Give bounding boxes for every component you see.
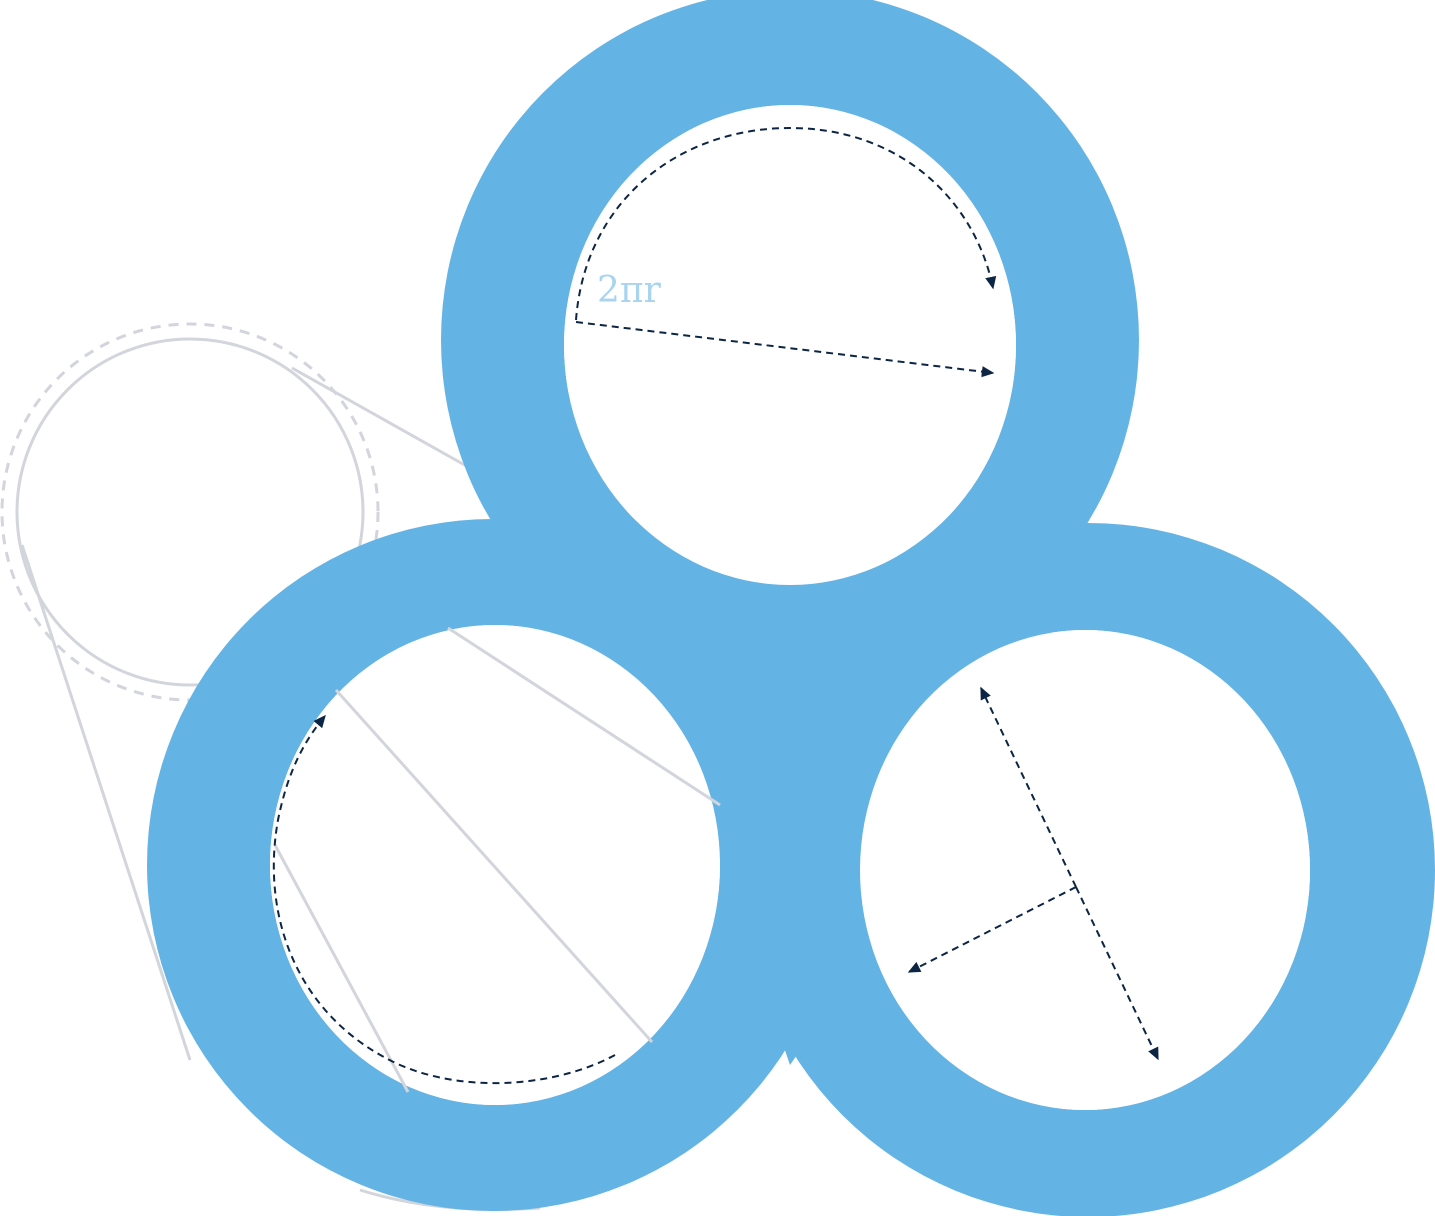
formula-label: 2πr — [597, 270, 662, 311]
annotations-bottom-left-ring — [272, 714, 616, 1085]
guide-line-left-tangent — [20, 544, 192, 1061]
diameter-arrow-top — [575, 321, 995, 378]
ring-top — [441, 0, 1139, 690]
guide-line-inner-diagonal-hole — [334, 688, 654, 1044]
hole-bottom-right — [860, 630, 1310, 1110]
ghost-circle-solid — [15, 337, 365, 687]
circumference-arc-bottom-left — [272, 714, 616, 1085]
guide-line-upper-diagonal-hole — [447, 626, 721, 807]
guide-line-top-tangent — [291, 366, 471, 470]
annotations-top-ring — [575, 126, 997, 378]
circumference-arc-top — [575, 126, 997, 321]
radius-arrow-left — [907, 886, 1077, 973]
annotations-bottom-right-ring — [907, 686, 1159, 1061]
rings-group — [147, 0, 1435, 1216]
radius-arrow-up — [980, 686, 1077, 888]
ring-junction — [480, 520, 1095, 1065]
hole-top — [564, 105, 1016, 585]
guide-line-lower-chord-hole — [273, 844, 410, 1093]
guides-through-holes — [273, 626, 721, 1093]
radius-arrow-down — [1075, 886, 1159, 1061]
